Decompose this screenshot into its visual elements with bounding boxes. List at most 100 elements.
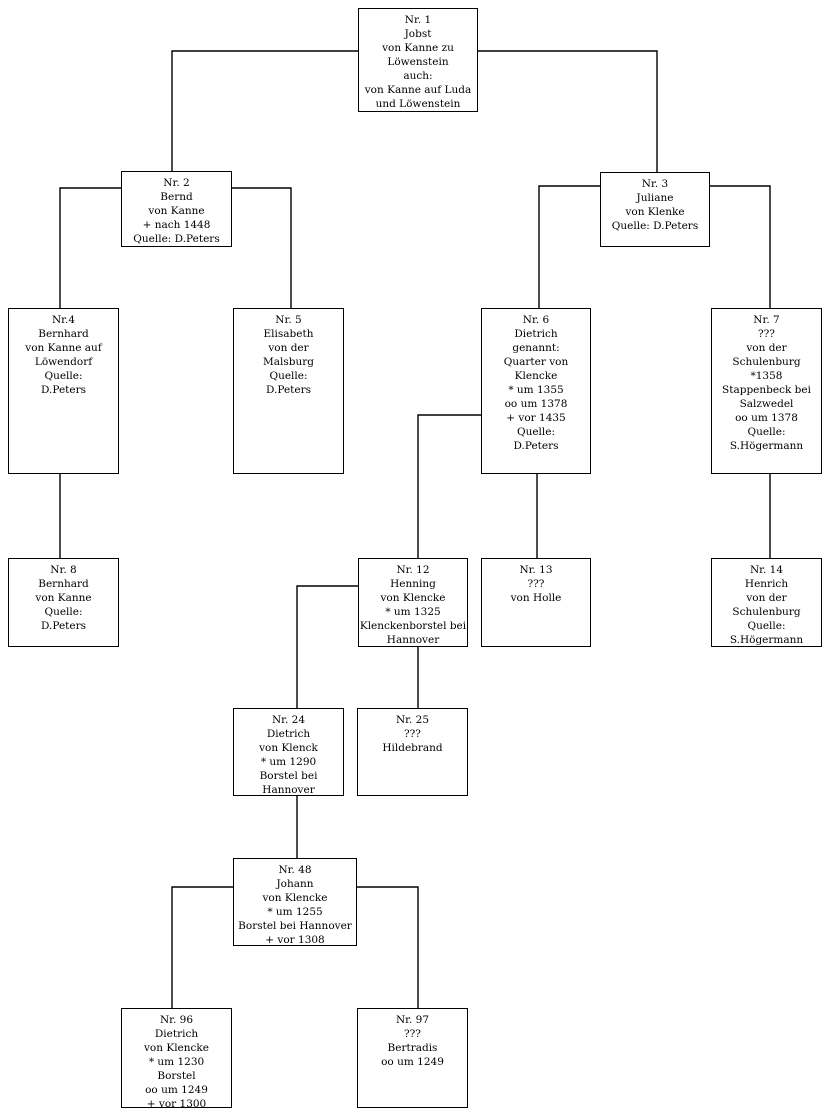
person-text-line: Löwenstein (387, 56, 449, 68)
person-text-line: Dietrich (266, 728, 311, 740)
person-box-13: Nr. 13???von Holle (481, 558, 591, 647)
person-text-line: von der (746, 342, 787, 354)
person-text-line: oo um 1378 (735, 412, 798, 424)
person-text-line: Nr. 3 (641, 178, 669, 190)
person-text-line: von Klenke (625, 206, 685, 218)
person-text-line: * um 1325 (385, 606, 441, 618)
person-text-line: Quelle: (269, 370, 308, 382)
person-text-line: von Holle (510, 592, 562, 604)
edge-6-to-12 (417, 414, 481, 558)
person-text-line: Nr. 7 (753, 314, 780, 326)
person-text-line: Nr. 14 (749, 564, 784, 576)
person-text-line: Quelle: D.Peters (611, 220, 699, 232)
person-text-line: Nr. 8 (50, 564, 77, 576)
edge-2-to-4 (59, 187, 121, 308)
edge-3-to-7 (710, 185, 771, 308)
person-text-line: * um 1255 (267, 906, 323, 918)
person-text-line: Nr. 25 (395, 714, 430, 726)
person-text-line: Malsburg (263, 356, 314, 368)
person-text-line: Nr. 12 (396, 564, 430, 576)
person-text-line: genannt: (512, 342, 560, 354)
person-text-line: *1358 (750, 370, 783, 382)
person-text-line: von Klencke (380, 592, 446, 604)
person-text-line: Borstel bei Hannover (238, 920, 352, 932)
person-text-line: Bernhard (38, 578, 89, 590)
person-text-line: + nach 1448 (142, 219, 211, 231)
person-text-line: oo um 1249 (381, 1056, 444, 1068)
person-text-line: Nr. 5 (275, 314, 302, 326)
person-text-line: S.Högermann (729, 440, 804, 452)
person-text-line: Nr. 97 (395, 1014, 430, 1026)
person-text-line: D.Peters (513, 440, 559, 452)
person-text-line: Nr. 1 (404, 14, 432, 26)
person-text-line: Borstel bei (259, 770, 318, 782)
person-text-line: Nr.4 (51, 314, 76, 326)
person-text-line: auch: (403, 70, 433, 82)
edge-1-to-2 (171, 50, 358, 171)
person-text-line: Hildebrand (382, 742, 443, 754)
person-text-line: Henning (390, 578, 436, 590)
person-text-line: Salzwedel (739, 398, 794, 410)
person-text-line: * um 1290 (260, 756, 317, 768)
person-text-line: D.Peters (40, 620, 87, 632)
person-text-line: Bernd (160, 191, 193, 203)
person-text-line: Dietrich (154, 1028, 199, 1040)
person-text-line: Dietrich (514, 328, 558, 340)
person-text-line: oo um 1378 (504, 398, 568, 410)
edge-2-to-5 (232, 187, 292, 308)
edge-1-to-3 (478, 50, 658, 172)
edge-12-to-24 (296, 585, 358, 708)
edge-48-to-97 (357, 886, 419, 1008)
person-text-line: Johann (276, 878, 314, 890)
person-text-line: ??? (404, 1028, 421, 1040)
person-text-line: * um 1355 (508, 384, 564, 396)
person-text-line: Nr. 24 (271, 714, 306, 726)
person-text-line: von Klencke (144, 1042, 209, 1054)
person-text-line: Hannover (386, 634, 440, 646)
person-text-line: Löwendorf (34, 356, 93, 368)
person-text-line: Borstel (157, 1070, 196, 1082)
person-text-line: Bernhard (38, 328, 89, 340)
person-text-line: Quelle: (516, 426, 556, 438)
person-text-line: Nr. 96 (159, 1014, 194, 1026)
person-text-line: ??? (758, 328, 775, 340)
person-text-line: D.Peters (265, 384, 312, 396)
person-box-25: Nr. 25??? Hildebrand (357, 708, 468, 796)
person-text-line: von der (268, 342, 309, 354)
person-text-line: Nr. 2 (163, 177, 190, 189)
person-text-line: Schulenburg (732, 606, 801, 618)
person-text-line: Jobst (404, 28, 432, 40)
person-text-line: ??? (404, 728, 421, 740)
person-text-line: Henrich (744, 578, 789, 590)
person-text-line: Klencke (514, 370, 558, 382)
person-text-line: und Löwenstein (375, 98, 461, 110)
person-text-line: von Kanne zu (382, 42, 454, 54)
person-text-line: Juliane (636, 192, 674, 204)
person-text-line: Nr. 6 (522, 314, 550, 326)
person-text-line: von Klencke (262, 892, 328, 904)
person-text-line: Klenckenborstel bei (359, 620, 467, 632)
person-text-line: Stappenbeck bei (722, 384, 811, 396)
person-text-line: oo um 1249 (145, 1084, 208, 1096)
person-text-line: * um 1230 (148, 1056, 205, 1068)
person-text-line: Quelle: (44, 370, 83, 382)
person-text-line: + vor 1308 (265, 934, 325, 946)
person-text-line: Hannover (262, 784, 315, 796)
person-text-line: Quelle: D.Peters (133, 233, 220, 245)
person-text-line: D.Peters (40, 384, 87, 396)
person-text-line: von Kanne (148, 205, 205, 217)
person-text-line: von Kanne (35, 592, 92, 604)
